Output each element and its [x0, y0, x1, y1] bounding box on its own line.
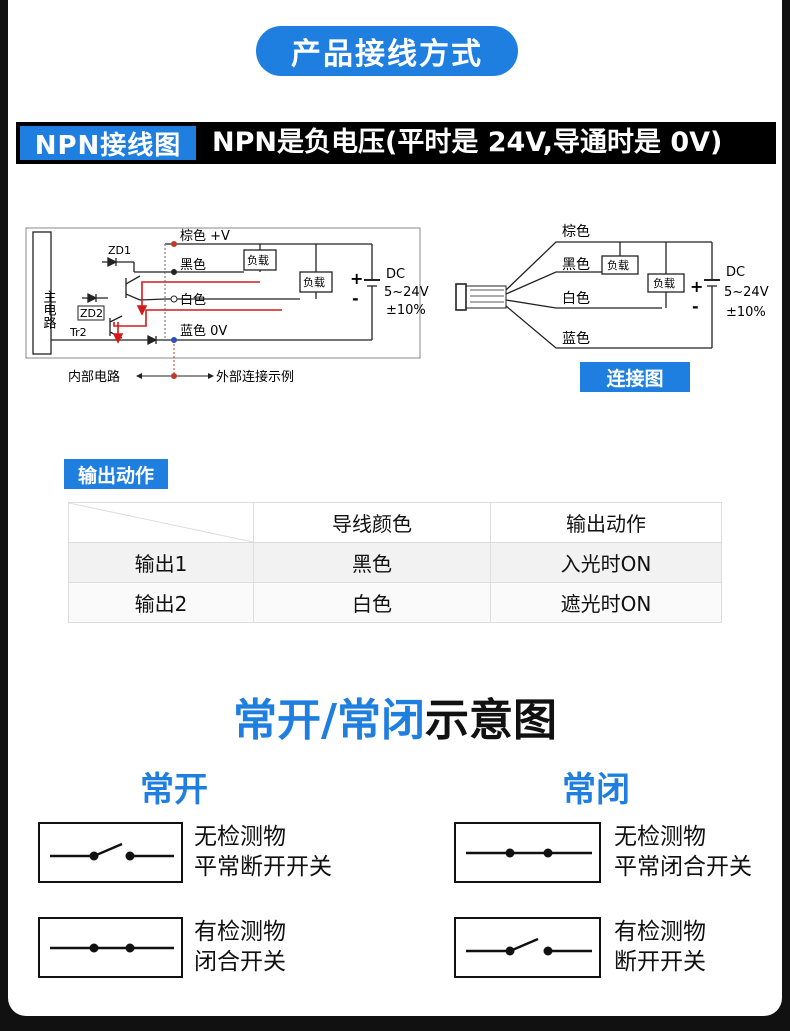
- content-card: 产品接线方式 NPN接线图 NPN是负电压(平时是 24V,导通时是 0V): [8, 0, 782, 1016]
- connection-diagram: 棕色 黑色 白色 蓝色 负载 负载 + - DC 5~24V ±10%: [455, 223, 769, 349]
- switch-closed-icon: [454, 822, 601, 883]
- dc-label: DC: [386, 267, 405, 282]
- output-action-label: 输出动作: [64, 459, 168, 489]
- nc-off-desc: 无检测物 平常闭合开关: [614, 824, 752, 880]
- load2-label: 负载: [653, 276, 675, 290]
- tolerance-label: ±10%: [726, 305, 766, 320]
- normally-closed-title: 常闭: [562, 770, 630, 810]
- header-wire-color: 导线颜色: [253, 502, 491, 543]
- switch-open-icon: [454, 917, 601, 978]
- table-cell: 遮光时ON: [490, 582, 722, 623]
- title-black-part: 示意图: [425, 695, 558, 746]
- load2-label: 负载: [303, 275, 325, 289]
- table-cell: 白色: [253, 582, 491, 623]
- zd1-label: ZD1: [108, 244, 131, 257]
- tolerance-label: ±10%: [386, 303, 426, 318]
- brown-wire-label: 棕色: [562, 223, 590, 240]
- connection-caption: 连接图: [580, 362, 690, 392]
- load1-label: 负载: [247, 253, 269, 267]
- white-wire-label: 白色: [180, 292, 206, 308]
- table-cell: 输出1: [68, 542, 254, 583]
- table-cell: 入光时ON: [490, 542, 722, 583]
- npn-tag: NPN接线图: [20, 126, 196, 161]
- switch-section-title: 常开/常闭示意图: [8, 684, 782, 748]
- switch-open-icon: [38, 822, 183, 883]
- minus-sign: -: [352, 289, 359, 308]
- npn-header: NPN接线图 NPN是负电压(平时是 24V,导通时是 0V): [16, 122, 776, 164]
- brown-wire-label: 棕色 +V: [180, 228, 230, 244]
- black-wire-label: 黑色: [562, 256, 590, 273]
- internal-circuit-label: 内部电路: [68, 369, 120, 385]
- output-action-table: 导线颜色 输出动作 输出1 黑色 入光时ON 输出2 白色 遮光时ON: [68, 502, 722, 623]
- blue-wire-label: 蓝色: [562, 330, 590, 347]
- page-title: 产品接线方式: [256, 26, 518, 76]
- zd2-label: ZD2: [80, 307, 103, 320]
- header-corner: [68, 502, 254, 543]
- normally-open-title: 常开: [140, 770, 208, 810]
- main-circuit-label: 主电路: [41, 290, 57, 329]
- table-row: 输出2 白色 遮光时ON: [68, 582, 722, 623]
- white-wire-label: 白色: [562, 290, 590, 307]
- no-off-desc: 无检测物 平常断开开关: [194, 824, 332, 880]
- plus-sign: +: [350, 269, 363, 288]
- no-on-desc: 有检测物 闭合开关: [194, 919, 286, 975]
- external-example-label: 外部连接示例: [216, 369, 294, 385]
- plus-sign: +: [690, 277, 703, 296]
- nc-on-desc: 有检测物 断开开关: [614, 919, 706, 975]
- voltage-label: 5~24V: [724, 285, 769, 300]
- title-blue-part: 常开/常闭: [232, 695, 426, 746]
- table-header-row: 导线颜色 输出动作: [68, 502, 722, 543]
- voltage-label: 5~24V: [384, 285, 429, 300]
- switch-closed-icon: [38, 917, 183, 978]
- dc-label: DC: [726, 265, 745, 280]
- minus-sign: -: [692, 297, 699, 316]
- npn-description: NPN是负电压(平时是 24V,导通时是 0V): [212, 127, 723, 158]
- tr2-label: Tr2: [69, 326, 87, 339]
- black-wire-label: 黑色: [180, 257, 206, 273]
- npn-internal-diagram: 主电路 ZD1 ZD2 Tr2 棕色 +V 黑色 白色 蓝色 0V 负载 负载 …: [25, 227, 429, 385]
- table-row: 输出1 黑色 入光时ON: [68, 542, 722, 583]
- table-cell: 输出2: [68, 582, 254, 623]
- header-output-action: 输出动作: [490, 502, 722, 543]
- table-cell: 黑色: [253, 542, 491, 583]
- blue-wire-label: 蓝色 0V: [180, 323, 227, 339]
- load1-label: 负载: [607, 258, 629, 272]
